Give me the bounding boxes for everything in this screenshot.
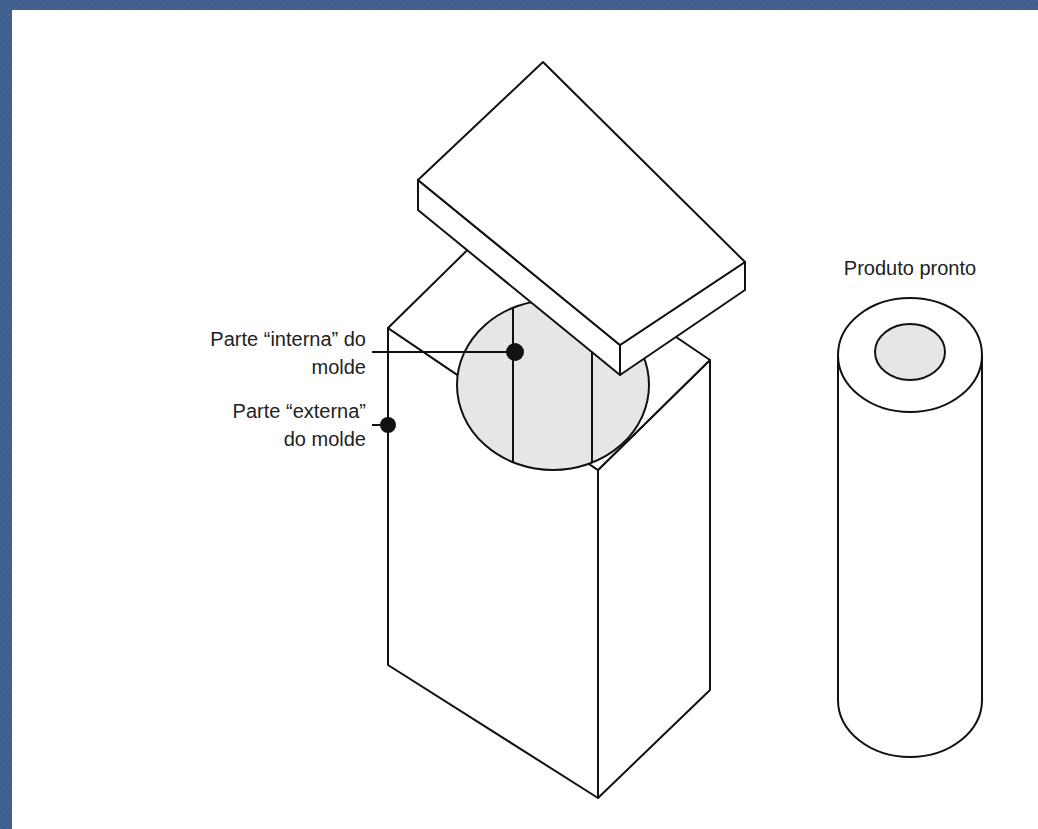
white-panel bbox=[12, 10, 1038, 829]
leader-dot bbox=[506, 343, 524, 361]
inner-mold-split-line bbox=[512, 308, 514, 462]
part-label: Parte “externa” do molde bbox=[206, 397, 366, 453]
product-cylinder-body bbox=[838, 355, 982, 757]
leader-line bbox=[372, 351, 515, 353]
leader-dot bbox=[380, 417, 396, 433]
product-cylinder-top bbox=[838, 298, 982, 412]
lid-top-face bbox=[418, 62, 745, 345]
product-cylinder-core bbox=[875, 324, 945, 380]
product-label: Produto pronto bbox=[810, 254, 1010, 282]
part-label: Parte “interna” do molde bbox=[181, 325, 366, 381]
